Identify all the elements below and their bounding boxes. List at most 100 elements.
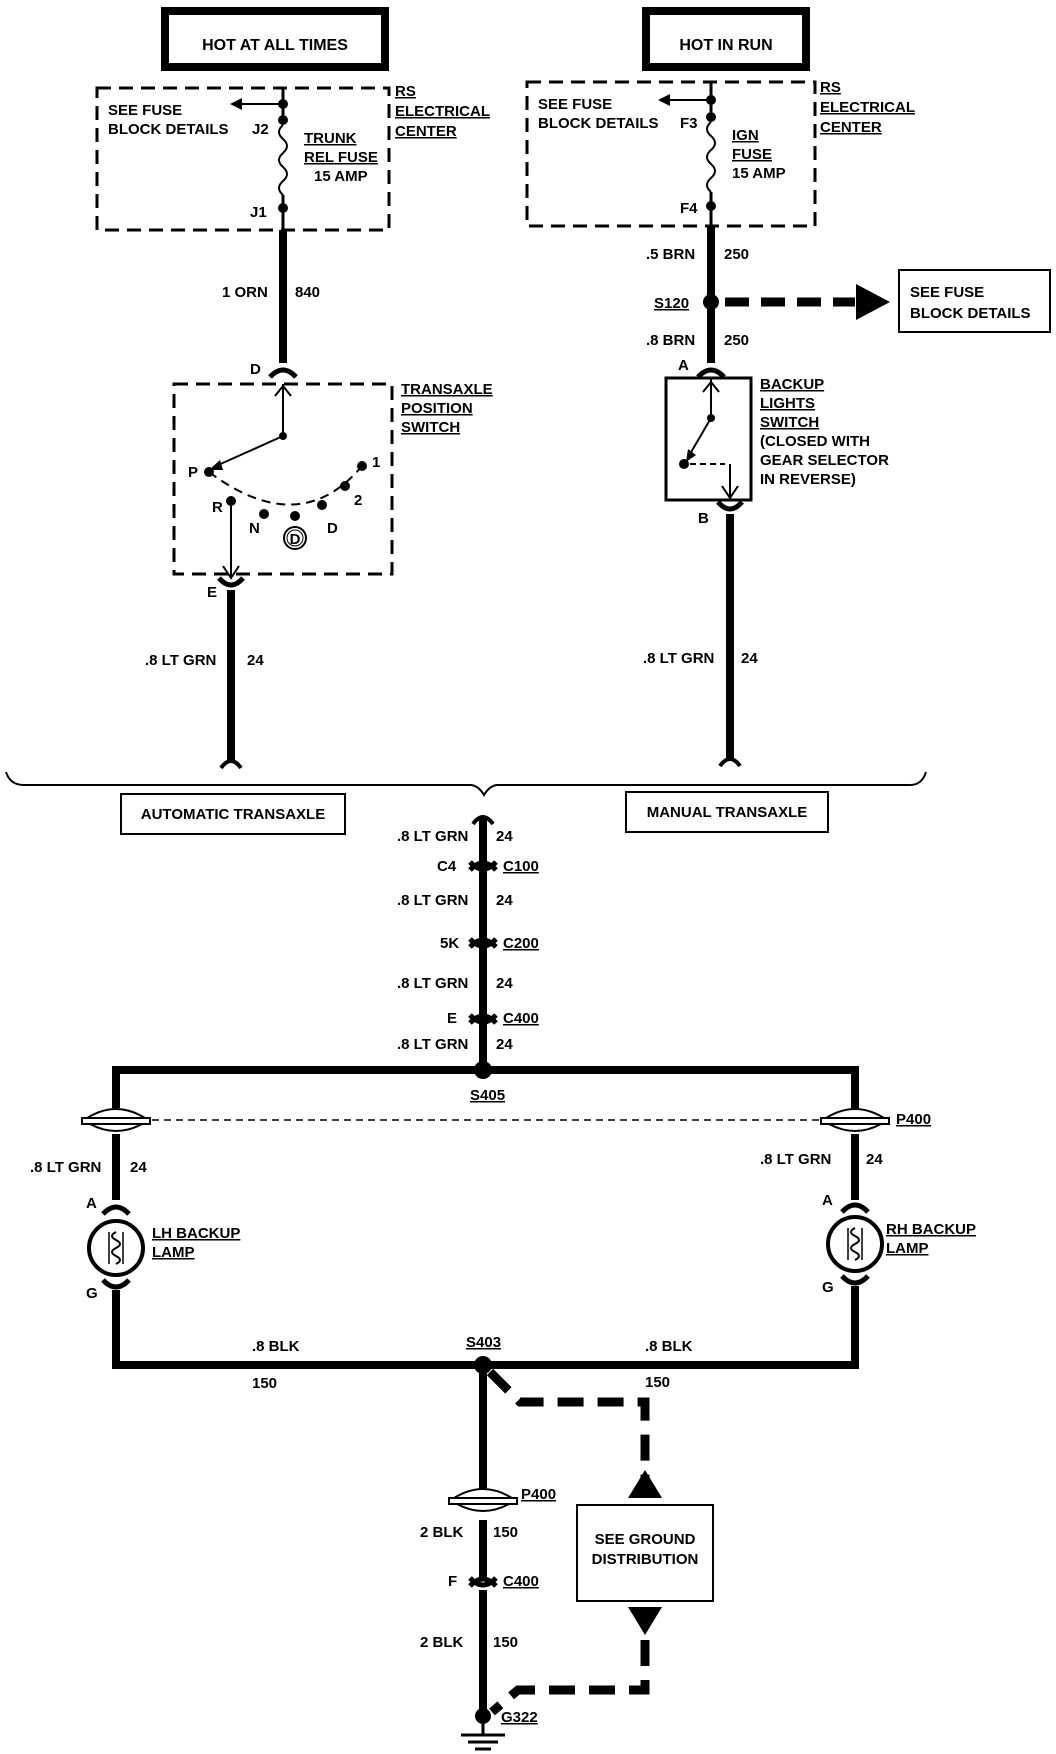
- svg-text:1 ORN: 1 ORN: [222, 284, 268, 301]
- svg-text:IN REVERSE): IN REVERSE): [760, 471, 856, 488]
- svg-text:5K: 5K: [440, 935, 459, 952]
- svg-text:P400: P400: [521, 1486, 556, 1503]
- svg-text:15 AMP: 15 AMP: [732, 165, 786, 182]
- svg-text:AUTOMATIC TRANSAXLE: AUTOMATIC TRANSAXLE: [141, 806, 325, 823]
- svg-text:MANUAL TRANSAXLE: MANUAL TRANSAXLE: [647, 804, 808, 821]
- svg-text:P: P: [188, 464, 198, 481]
- svg-text:.8 LT GRN: .8 LT GRN: [397, 828, 468, 845]
- svg-text:24: 24: [496, 975, 513, 992]
- svg-text:HOT IN RUN: HOT IN RUN: [679, 37, 772, 54]
- svg-text:SWITCH: SWITCH: [401, 419, 460, 436]
- svg-text:E: E: [207, 584, 217, 601]
- svg-text:.8 LT GRN: .8 LT GRN: [760, 1151, 831, 1168]
- svg-text:ELECTRICAL: ELECTRICAL: [820, 99, 915, 116]
- connector-c100: C4 C100: [437, 858, 539, 875]
- svg-text:E: E: [447, 1010, 457, 1027]
- svg-text:C4: C4: [437, 858, 457, 875]
- svg-text:.8 LT GRN: .8 LT GRN: [397, 892, 468, 909]
- ground-distribution-link: [486, 1368, 662, 1716]
- svg-text:24: 24: [496, 892, 513, 909]
- svg-text:TRUNK: TRUNK: [304, 130, 357, 147]
- svg-text:SEE FUSE: SEE FUSE: [108, 102, 182, 119]
- svg-text:S405: S405: [470, 1087, 505, 1104]
- svg-text:C100: C100: [503, 858, 539, 875]
- hot-in-run-box: HOT IN RUN: [642, 7, 810, 71]
- connector-c400-upper: E C400: [447, 1010, 539, 1027]
- automatic-transaxle-box: AUTOMATIC TRANSAXLE: [120, 793, 346, 835]
- svg-text:SWITCH: SWITCH: [760, 414, 819, 431]
- splice-s405: S405: [112, 1061, 859, 1108]
- svg-text:D: D: [250, 361, 261, 378]
- wire-840: 1 ORN 840: [222, 230, 320, 363]
- svg-text:BLOCK DETAILS: BLOCK DETAILS: [910, 305, 1031, 322]
- svg-text:G: G: [822, 1279, 834, 1296]
- svg-text:GEAR SELECTOR: GEAR SELECTOR: [760, 452, 889, 469]
- left-fuse-block: SEE FUSE BLOCK DETAILS J2 J1 TRUNK REL F…: [95, 83, 490, 232]
- ground-wire-150: 2 BLK 150 2 BLK 150: [420, 1365, 518, 1712]
- svg-text:.8 LT GRN: .8 LT GRN: [145, 652, 216, 669]
- connector-a-backup-switch: A: [678, 357, 726, 379]
- svg-text:P400: P400: [896, 1111, 931, 1128]
- svg-text:J2: J2: [252, 121, 269, 138]
- svg-text:N: N: [249, 520, 260, 537]
- svg-text:24: 24: [496, 828, 513, 845]
- svg-text:R: R: [212, 499, 223, 516]
- hot-at-all-times-box: HOT AT ALL TIMES: [161, 7, 389, 71]
- wire-250-upper: .5 BRN 250 S120 .8 BRN 250: [646, 226, 749, 363]
- svg-text:F: F: [448, 1573, 457, 1590]
- svg-text:RS: RS: [395, 83, 416, 100]
- svg-text:A: A: [86, 1195, 97, 1212]
- svg-text:24: 24: [866, 1151, 883, 1168]
- svg-text:.8 LT GRN: .8 LT GRN: [397, 975, 468, 992]
- svg-text:2 BLK: 2 BLK: [420, 1524, 464, 1541]
- grommet-p400-ground: P400: [447, 1486, 556, 1512]
- svg-text:LIGHTS: LIGHTS: [760, 395, 815, 412]
- transaxle-position-switch: P R N D D 2 1 TRANSAXLE POSITION SWITCH: [172, 381, 493, 580]
- connector-b-backup-switch: B: [698, 500, 744, 527]
- see-fuse-block-details-box: SEE FUSE BLOCK DETAILS: [898, 269, 1051, 333]
- splice-s120: [703, 284, 890, 320]
- svg-text:150: 150: [493, 1634, 518, 1651]
- svg-text:J1: J1: [250, 204, 267, 221]
- svg-text:D: D: [327, 520, 338, 537]
- svg-text:POSITION: POSITION: [401, 400, 473, 417]
- connector-c400-ground: F C400: [448, 1573, 539, 1590]
- svg-text:TRANSAXLE: TRANSAXLE: [401, 381, 493, 398]
- option-brace: [5, 771, 927, 797]
- svg-text:C400: C400: [503, 1010, 539, 1027]
- svg-text:HOT AT ALL TIMES: HOT AT ALL TIMES: [202, 37, 348, 54]
- svg-text:DISTRIBUTION: DISTRIBUTION: [592, 1551, 699, 1568]
- svg-text:RH BACKUP: RH BACKUP: [886, 1221, 976, 1238]
- svg-text:24: 24: [247, 652, 264, 669]
- svg-text:BLOCK DETAILS: BLOCK DETAILS: [538, 115, 659, 132]
- ground-g322: G322: [461, 1708, 538, 1751]
- grommet-p400-right: P400: [819, 1108, 931, 1132]
- right-fuse-block: SEE FUSE BLOCK DETAILS F3 F4 IGN FUSE 15…: [525, 79, 915, 228]
- svg-text:REL FUSE: REL FUSE: [304, 149, 378, 166]
- connector-c200: 5K C200: [440, 935, 539, 952]
- svg-text:B: B: [698, 510, 709, 527]
- svg-text:.8 LT GRN: .8 LT GRN: [30, 1159, 101, 1176]
- svg-text:ELECTRICAL: ELECTRICAL: [395, 103, 490, 120]
- svg-text:.8 LT GRN: .8 LT GRN: [643, 650, 714, 667]
- svg-text:BLOCK DETAILS: BLOCK DETAILS: [108, 121, 229, 138]
- svg-text:1: 1: [372, 454, 380, 471]
- rh-wire-24: .8 LT GRN 24: [760, 1134, 883, 1200]
- svg-text:F4: F4: [680, 200, 698, 217]
- svg-text:.5 BRN: .5 BRN: [646, 246, 695, 263]
- svg-text:D: D: [290, 531, 301, 548]
- svg-text:SEE GROUND: SEE GROUND: [595, 1531, 696, 1548]
- svg-text:BACKUP: BACKUP: [760, 376, 824, 393]
- svg-text:C400: C400: [503, 1573, 539, 1590]
- svg-text:15 AMP: 15 AMP: [314, 168, 368, 185]
- svg-text:S120: S120: [654, 295, 689, 312]
- svg-text:LH BACKUP: LH BACKUP: [152, 1225, 240, 1242]
- svg-text:.8 BLK: .8 BLK: [252, 1338, 300, 1355]
- wire-24-center: .8 LT GRN 24 .8 LT GRN 24 .8 LT GRN 24 .…: [397, 815, 513, 1070]
- svg-text:A: A: [678, 357, 689, 374]
- rh-backup-lamp: A G RH BACKUP LAMP: [822, 1192, 976, 1296]
- grommet-p400-left: [80, 1108, 152, 1132]
- svg-text:A: A: [822, 1192, 833, 1209]
- svg-text:24: 24: [496, 1036, 513, 1053]
